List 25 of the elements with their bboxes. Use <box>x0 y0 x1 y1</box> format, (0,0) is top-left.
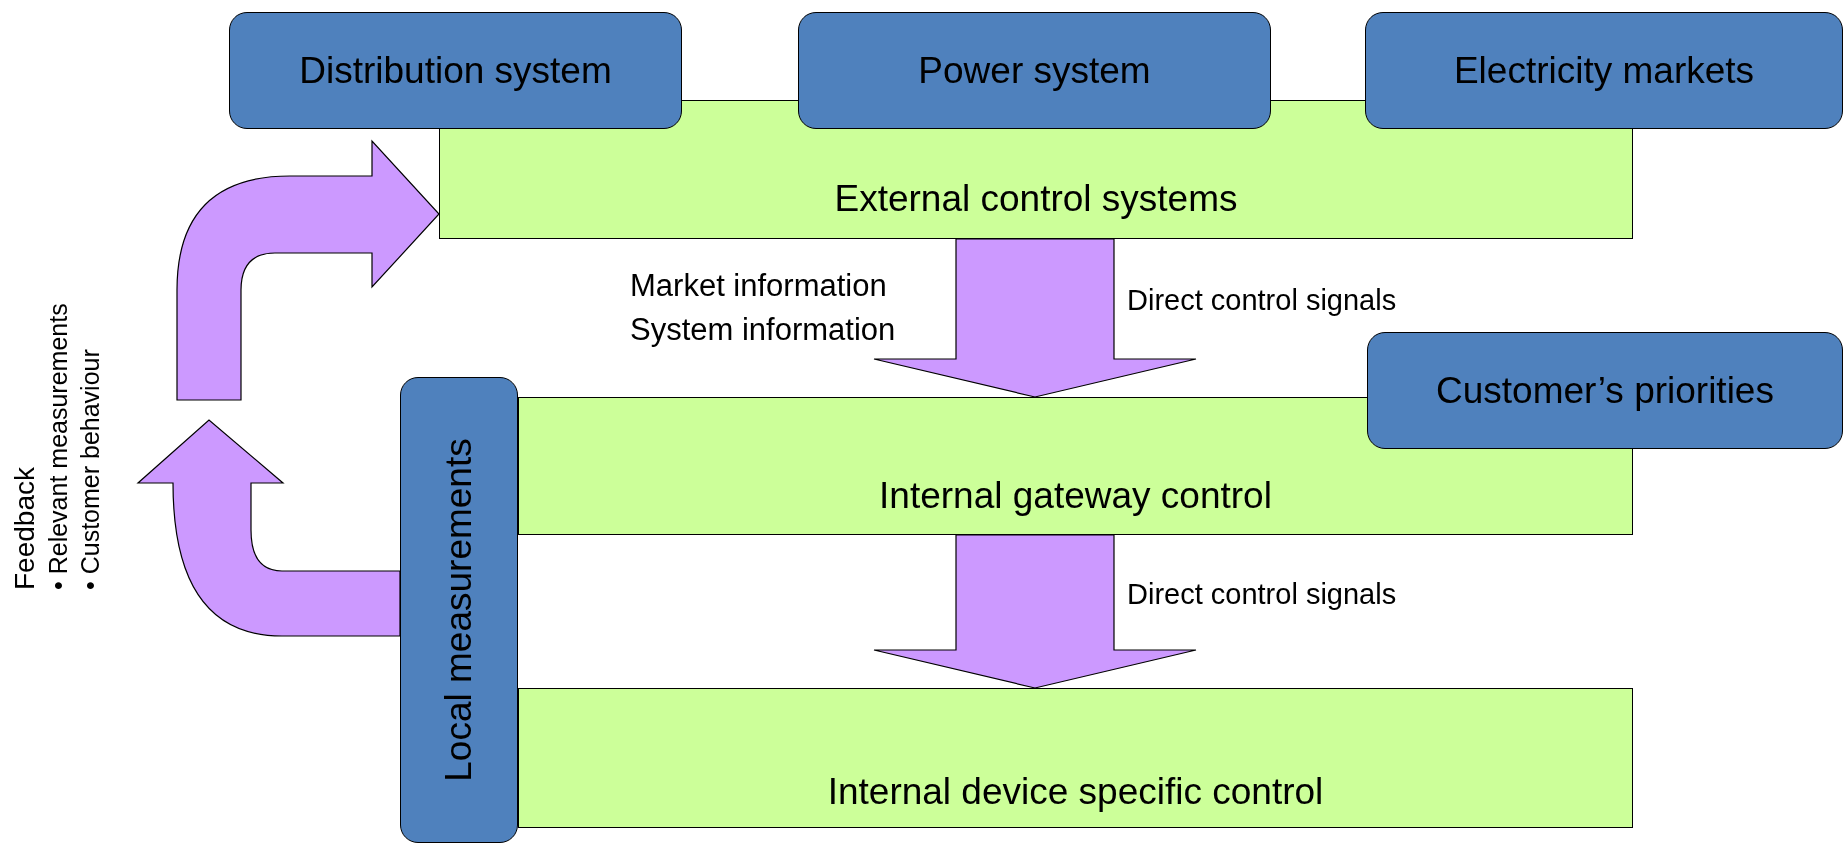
rounded-box <box>798 12 1271 129</box>
rounded-box <box>1367 332 1843 449</box>
node-label: Distribution system <box>299 49 612 92</box>
node-label: Local measurements <box>438 438 480 782</box>
arrow-note: Market information <box>630 268 887 304</box>
rounded-box <box>229 12 682 129</box>
node-label: External control systems <box>834 177 1238 220</box>
edge-label: Direct control signals <box>1127 284 1397 317</box>
rounded-box <box>1365 12 1843 129</box>
block-arrow <box>873 238 1197 398</box>
control-layer-box <box>518 688 1633 828</box>
edge-label: Direct control signals <box>1127 578 1397 611</box>
feedback-heading: Feedback <box>8 466 41 590</box>
rounded-box <box>400 377 518 843</box>
node-label: Internal gateway control <box>879 475 1272 517</box>
node-label: Electricity markets <box>1453 49 1755 92</box>
bullet-item: • Customer behaviour <box>75 348 105 590</box>
block-arrow <box>873 534 1197 689</box>
node-label: Customer’s priorities <box>1436 369 1774 412</box>
arrow-note: System information <box>630 312 896 348</box>
curved-block-arrow <box>137 419 401 637</box>
curved-block-arrow <box>176 140 440 401</box>
node-label: Internal device specific control <box>827 771 1324 813</box>
bullet-item: • Relevant measurements <box>43 302 73 590</box>
node-label: Power system <box>918 49 1151 92</box>
